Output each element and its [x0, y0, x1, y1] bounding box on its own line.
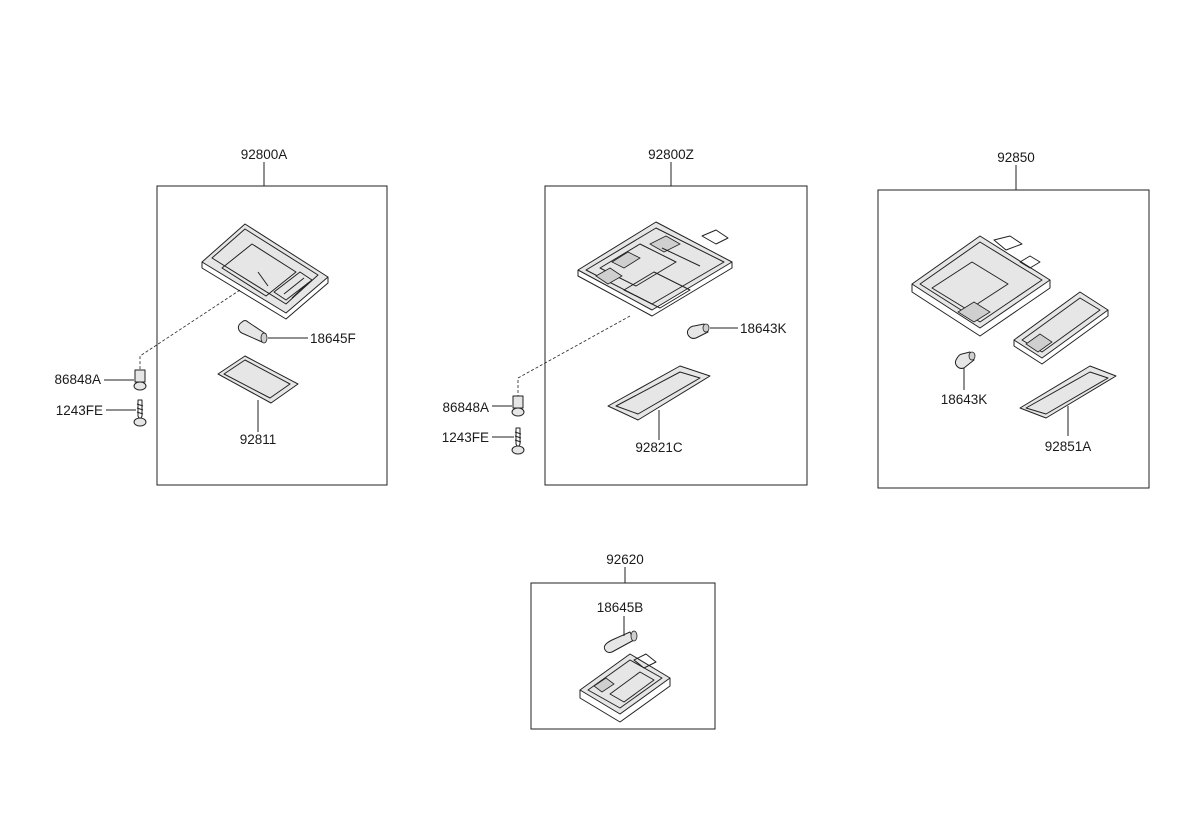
label-1243fe-g1: 1243FE — [56, 403, 103, 418]
label-1243fe-g2: 1243FE — [442, 430, 489, 445]
luggage-lamp-housing — [579, 653, 671, 723]
group-92800a-dash — [139, 289, 241, 370]
vanity-lamp-small-housing — [1013, 291, 1109, 365]
clip-86848a-g1 — [133, 369, 147, 391]
group-92800a-frame — [156, 185, 388, 486]
label-92851a: 92851A — [1045, 439, 1092, 454]
group-92620-frame — [530, 582, 716, 730]
group-92850: 92850 18643K — [877, 150, 1150, 489]
group-92800z-dash — [517, 315, 631, 396]
group-92800z-frame — [544, 185, 808, 486]
label-18645f: 18645F — [310, 331, 356, 346]
map-lamp-housing — [577, 221, 733, 317]
lens-92821c — [607, 365, 711, 421]
label-86848a-g2: 86848A — [442, 400, 489, 415]
group-92800a: 92800A 18645F 92811 — [54, 147, 388, 486]
bulb-18645b — [603, 630, 638, 653]
group-92800a-label: 92800A — [241, 147, 288, 162]
group-92620-label: 92620 — [606, 552, 644, 567]
bulb-18645f — [237, 320, 268, 344]
screw-1243fe-g1 — [133, 399, 147, 427]
lens-92811 — [217, 355, 299, 404]
vanity-lamp-housing — [911, 235, 1051, 337]
bulb-18643k-g3 — [955, 351, 976, 369]
group-92800z: 92800Z 18643K 92821C — [442, 147, 808, 486]
clip-86848a-g2 — [511, 395, 525, 417]
group-92800z-label: 92800Z — [648, 147, 694, 162]
lens-92851a — [1019, 365, 1117, 419]
label-92811: 92811 — [240, 432, 277, 447]
label-86848a-g1: 86848A — [54, 372, 101, 387]
label-92821c: 92821C — [635, 440, 683, 455]
group-92850-label: 92850 — [997, 150, 1035, 165]
group-92620: 92620 18645B — [530, 552, 716, 730]
bulb-18643k-g2 — [687, 323, 710, 339]
label-18645b: 18645B — [597, 600, 644, 615]
room-lamp-housing — [201, 223, 329, 320]
label-18643k-g2: 18643K — [740, 321, 787, 336]
screw-1243fe-g2 — [511, 427, 525, 455]
label-18643k-g3: 18643K — [941, 392, 988, 407]
group-92850-frame — [877, 189, 1150, 489]
